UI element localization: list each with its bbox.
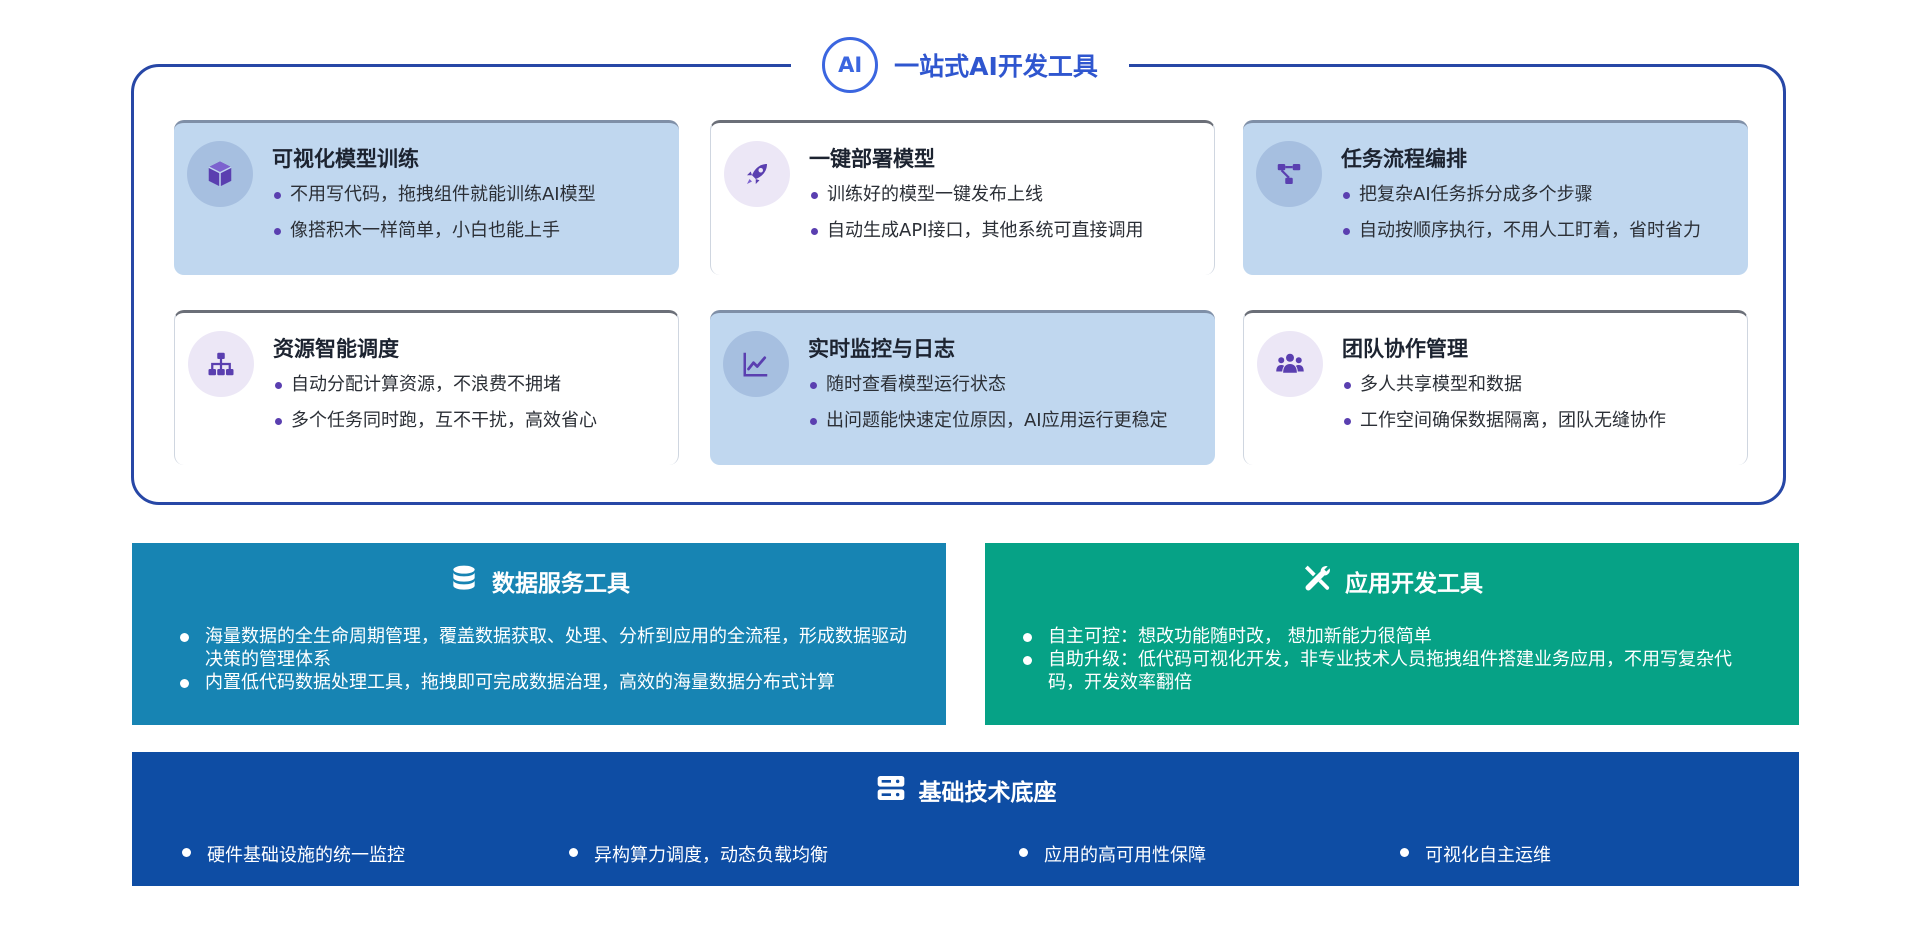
card-team-collaboration: 团队协作管理 多人共享模型和数据 工作空间确保数据隔离，团队无缝协作 <box>1243 310 1748 465</box>
base-item: 异构算力调度，动态负载均衡 <box>569 841 828 867</box>
card-bullet: 出问题能快速定位原因，AI应用运行更稳定 <box>808 403 1168 439</box>
base-item: 硬件基础设施的统一监控 <box>182 841 405 867</box>
data-service-panel: 数据服务工具 海量数据的全生命周期管理，覆盖数据获取、处理、分析到应用的全流程，… <box>132 543 946 725</box>
card-resource-scheduling: 资源智能调度 自动分配计算资源，不浪费不拥堵 多个任务同时跑，互不干扰，高效省心 <box>174 310 679 465</box>
line-chart-icon <box>723 331 789 397</box>
card-bullet: 工作空间确保数据隔离，团队无缝协作 <box>1342 403 1666 439</box>
card-bullet-list: 把复杂AI任务拆分成多个步骤 自动按顺序执行，不用人工盯着，省时省力 <box>1341 177 1701 249</box>
tech-foundation-panel: 基础技术底座 硬件基础设施的统一监控 异构算力调度，动态负载均衡 应用的高可用性… <box>132 752 1799 886</box>
panel-title: 数据服务工具 <box>492 571 630 597</box>
hierarchy-icon <box>188 331 254 397</box>
card-title: 团队协作管理 <box>1342 337 1468 361</box>
card-bullet: 不用写代码，拖拽组件就能训练AI模型 <box>272 177 596 213</box>
card-bullet: 训练好的模型一键发布上线 <box>809 177 1143 213</box>
card-bullet: 随时查看模型运行状态 <box>808 367 1168 403</box>
rocket-icon <box>724 141 790 207</box>
panel-bullet-list: 自主可控：想改功能随时改， 想加新能力很简单 自助升级：低代码可视化开发，非专业… <box>1023 625 1763 694</box>
panel-bullet-list: 海量数据的全生命周期管理，覆盖数据获取、处理、分析到应用的全流程，形成数据驱动决… <box>180 625 920 694</box>
ai-tools-title: 一站式AI开发工具 <box>894 52 1098 81</box>
card-realtime-monitoring: 实时监控与日志 随时查看模型运行状态 出问题能快速定位原因，AI应用运行更稳定 <box>710 310 1215 465</box>
panel-header: 数据服务工具 <box>132 563 946 599</box>
team-icon <box>1257 331 1323 397</box>
card-bullet: 自动分配计算资源，不浪费不拥堵 <box>273 367 597 403</box>
server-icon <box>875 772 907 808</box>
panel-header: 应用开发工具 <box>985 563 1799 599</box>
card-bullet: 像搭积木一样简单，小白也能上手 <box>272 213 596 249</box>
ai-tools-header: AI 一站式AI开发工具 <box>791 30 1129 100</box>
app-dev-panel: 应用开发工具 自主可控：想改功能随时改， 想加新能力很简单 自助升级：低代码可视… <box>985 543 1799 725</box>
panel-bullet: 自主可控：想改功能随时改， 想加新能力很简单 <box>1023 625 1763 648</box>
ai-badge-icon: AI <box>822 37 879 93</box>
card-visual-training: 可视化模型训练 不用写代码，拖拽组件就能训练AI模型 像搭积木一样简单，小白也能… <box>174 120 679 275</box>
card-title: 可视化模型训练 <box>272 147 419 171</box>
cube-icon <box>187 141 253 207</box>
card-bullet: 多个任务同时跑，互不干扰，高效省心 <box>273 403 597 439</box>
panel-bullet: 内置低代码数据处理工具，拖拽即可完成数据治理，高效的海量数据分布式计算 <box>180 671 920 694</box>
base-item: 应用的高可用性保障 <box>1019 841 1206 867</box>
card-bullet: 自动按顺序执行，不用人工盯着，省时省力 <box>1341 213 1701 249</box>
card-bullet-list: 自动分配计算资源，不浪费不拥堵 多个任务同时跑，互不干扰，高效省心 <box>273 367 597 439</box>
workflow-icon <box>1256 141 1322 207</box>
card-bullet-list: 不用写代码，拖拽组件就能训练AI模型 像搭积木一样简单，小白也能上手 <box>272 177 596 249</box>
card-bullet-list: 训练好的模型一键发布上线 自动生成API接口，其他系统可直接调用 <box>809 177 1143 249</box>
base-item: 可视化自主运维 <box>1400 841 1551 867</box>
card-title: 任务流程编排 <box>1341 147 1467 171</box>
card-bullet: 自动生成API接口，其他系统可直接调用 <box>809 213 1143 249</box>
tools-icon <box>1301 563 1333 599</box>
card-title: 一键部署模型 <box>809 147 935 171</box>
card-task-orchestration: 任务流程编排 把复杂AI任务拆分成多个步骤 自动按顺序执行，不用人工盯着，省时省… <box>1243 120 1748 275</box>
panel-title: 基础技术底座 <box>918 780 1057 806</box>
panel-header: 基础技术底座 <box>132 772 1799 808</box>
card-bullet-list: 多人共享模型和数据 工作空间确保数据隔离，团队无缝协作 <box>1342 367 1666 439</box>
card-title: 实时监控与日志 <box>808 337 955 361</box>
database-icon <box>448 563 480 599</box>
panel-bullet: 海量数据的全生命周期管理，覆盖数据获取、处理、分析到应用的全流程，形成数据驱动决… <box>180 625 920 671</box>
card-title: 资源智能调度 <box>273 337 399 361</box>
card-bullet-list: 随时查看模型运行状态 出问题能快速定位原因，AI应用运行更稳定 <box>808 367 1168 439</box>
card-one-click-deploy: 一键部署模型 训练好的模型一键发布上线 自动生成API接口，其他系统可直接调用 <box>710 120 1215 275</box>
card-bullet: 多人共享模型和数据 <box>1342 367 1666 403</box>
panel-title: 应用开发工具 <box>1345 571 1483 597</box>
panel-bullet: 自助升级：低代码可视化开发，非专业技术人员拖拽组件搭建业务应用，不用写复杂代码，… <box>1023 648 1763 694</box>
card-bullet: 把复杂AI任务拆分成多个步骤 <box>1341 177 1701 213</box>
